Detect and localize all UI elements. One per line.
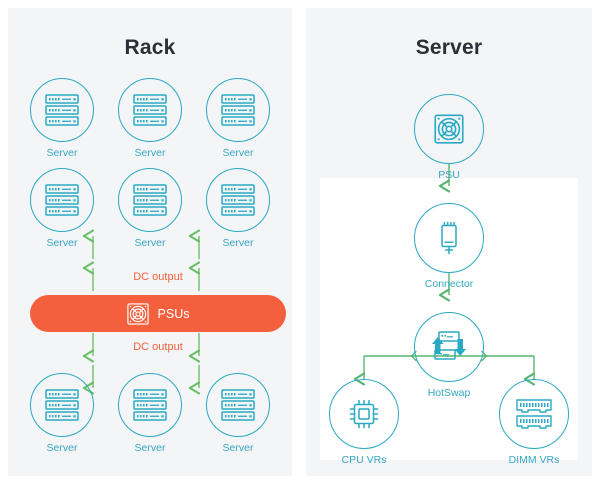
rack-panel-title: Rack <box>124 36 176 59</box>
rack-server-label-7: Server <box>46 442 78 454</box>
rack-server-node-3[interactable]: Server <box>206 78 270 159</box>
rack-server-circle-5 <box>118 168 182 232</box>
rack-server-circle-9 <box>206 373 270 437</box>
rack-server-node-8[interactable]: Server <box>118 373 182 454</box>
psus-bar[interactable]: PSUs <box>30 295 286 332</box>
rack-server-circle-6 <box>206 168 270 232</box>
server-dimm-vrs-node[interactable]: DIMM VRs <box>499 379 569 466</box>
server-hotswap-label: HotSwap <box>427 387 471 399</box>
server-rack-icon <box>45 94 79 126</box>
hotswap-arrows-icon <box>432 331 466 360</box>
connector-plug-icon <box>441 221 457 255</box>
dc-output-label-bottom: DC output <box>133 341 183 353</box>
rack-server-node-7[interactable]: Server <box>30 373 94 454</box>
rack-server-circle-7 <box>30 373 94 437</box>
psu-fan-icon <box>434 114 464 144</box>
server-psu-circle <box>414 94 484 164</box>
rack-server-label-8: Server <box>134 442 166 454</box>
server-dimm-vrs-circle <box>499 379 569 449</box>
rack-panel: Rack <box>8 8 292 476</box>
rack-server-circle-1 <box>30 78 94 142</box>
rack-server-label-4: Server <box>46 237 78 249</box>
dimm-memory-icon <box>516 399 552 429</box>
rack-server-label-1: Server <box>46 147 78 159</box>
server-cpu-vrs-circle <box>329 379 399 449</box>
server-panel: Server <box>306 8 592 476</box>
server-rack-icon <box>45 184 79 216</box>
rack-server-node-4[interactable]: Server <box>30 168 94 249</box>
rack-server-label-5: Server <box>134 237 166 249</box>
rack-server-label-2: Server <box>134 147 166 159</box>
server-panel-title: Server <box>415 36 483 59</box>
rack-server-label-9: Server <box>222 442 254 454</box>
server-hotswap-circle <box>414 312 484 382</box>
rack-server-node-2[interactable]: Server <box>118 78 182 159</box>
server-rack-icon <box>221 184 255 216</box>
cpu-chip-icon <box>349 399 379 429</box>
dc-output-label-top: DC output <box>133 271 183 283</box>
server-rack-icon <box>133 94 167 126</box>
server-rack-icon <box>221 94 255 126</box>
rack-arrow-layer <box>8 8 292 476</box>
rack-server-circle-4 <box>30 168 94 232</box>
rack-server-label-6: Server <box>222 237 254 249</box>
server-connector-label: Connector <box>424 278 474 290</box>
psu-fan-icon <box>126 302 149 325</box>
server-rack-icon <box>133 184 167 216</box>
server-rack-icon <box>133 389 167 421</box>
psus-bar-label: PSUs <box>157 306 190 321</box>
server-cpu-vrs-node[interactable]: CPU VRs <box>329 379 399 466</box>
rack-server-node-1[interactable]: Server <box>30 78 94 159</box>
server-dimm-vrs-label: DIMM VRs <box>508 454 560 466</box>
server-rack-icon <box>45 389 79 421</box>
rack-server-node-9[interactable]: Server <box>206 373 270 454</box>
rack-server-circle-2 <box>118 78 182 142</box>
rack-server-circle-3 <box>206 78 270 142</box>
server-rack-icon <box>221 389 255 421</box>
server-connector-circle <box>414 203 484 273</box>
rack-server-circle-8 <box>118 373 182 437</box>
server-psu-node[interactable]: PSU <box>414 94 484 181</box>
server-hotswap-node[interactable]: HotSwap <box>414 312 484 399</box>
rack-server-label-3: Server <box>222 147 254 159</box>
server-cpu-vrs-label: CPU VRs <box>341 454 387 466</box>
server-psu-label: PSU <box>438 169 460 181</box>
rack-server-node-5[interactable]: Server <box>118 168 182 249</box>
server-connector-node[interactable]: Connector <box>414 203 484 290</box>
rack-server-node-6[interactable]: Server <box>206 168 270 249</box>
